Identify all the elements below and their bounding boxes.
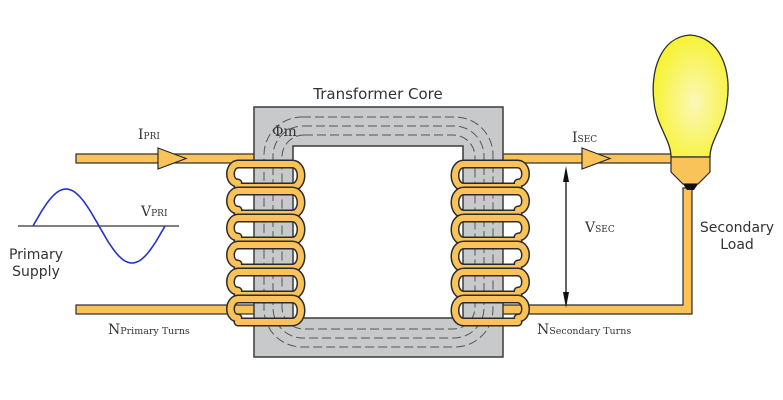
secondary-coil — [450, 159, 530, 327]
coil-turn — [452, 242, 529, 271]
primary-turns-label: NPrimary Turns — [108, 322, 190, 338]
primary-supply-label-line1: Primary — [9, 247, 63, 263]
coil-turn — [227, 296, 304, 325]
bulb-glass — [652, 34, 729, 158]
bulb-base — [670, 156, 711, 185]
coil-turn — [227, 215, 304, 244]
coil-turn — [227, 269, 304, 298]
primary-current-arrow-icon — [157, 147, 188, 170]
primary-voltage-label: VPRI — [140, 204, 168, 220]
magnetic-flux-lines — [263, 116, 494, 348]
secondary-voltage-arrow-icon — [563, 166, 569, 308]
secondary-load-label-line1: Secondary — [700, 220, 774, 236]
coil-turn — [227, 188, 304, 217]
coil-turn — [452, 161, 529, 190]
bulb-contact — [683, 184, 698, 190]
sine-wave — [32, 188, 166, 264]
primary-supply-sine — [18, 188, 179, 264]
coil-turn — [452, 269, 529, 298]
primary-supply-label-line2: Supply — [12, 264, 60, 280]
primary-coil — [226, 159, 306, 327]
coil-turn — [452, 215, 529, 244]
coil-turn — [227, 161, 304, 190]
flux-label: Φm — [272, 124, 297, 140]
light-bulb-icon — [652, 34, 729, 190]
secondary-load-label-line2: Load — [720, 237, 754, 253]
secondary-current-label: ISEC — [572, 130, 597, 146]
primary-current-label: IPRI — [138, 127, 160, 143]
coil-turn — [452, 296, 529, 325]
secondary-voltage-label: VSEC — [584, 220, 615, 236]
coil-turn — [227, 242, 304, 271]
coil-turn — [452, 188, 529, 217]
secondary-turns-label: NSecondary Turns — [537, 322, 631, 338]
secondary-current-arrow-icon — [581, 147, 612, 170]
core-title: Transformer Core — [312, 85, 443, 103]
